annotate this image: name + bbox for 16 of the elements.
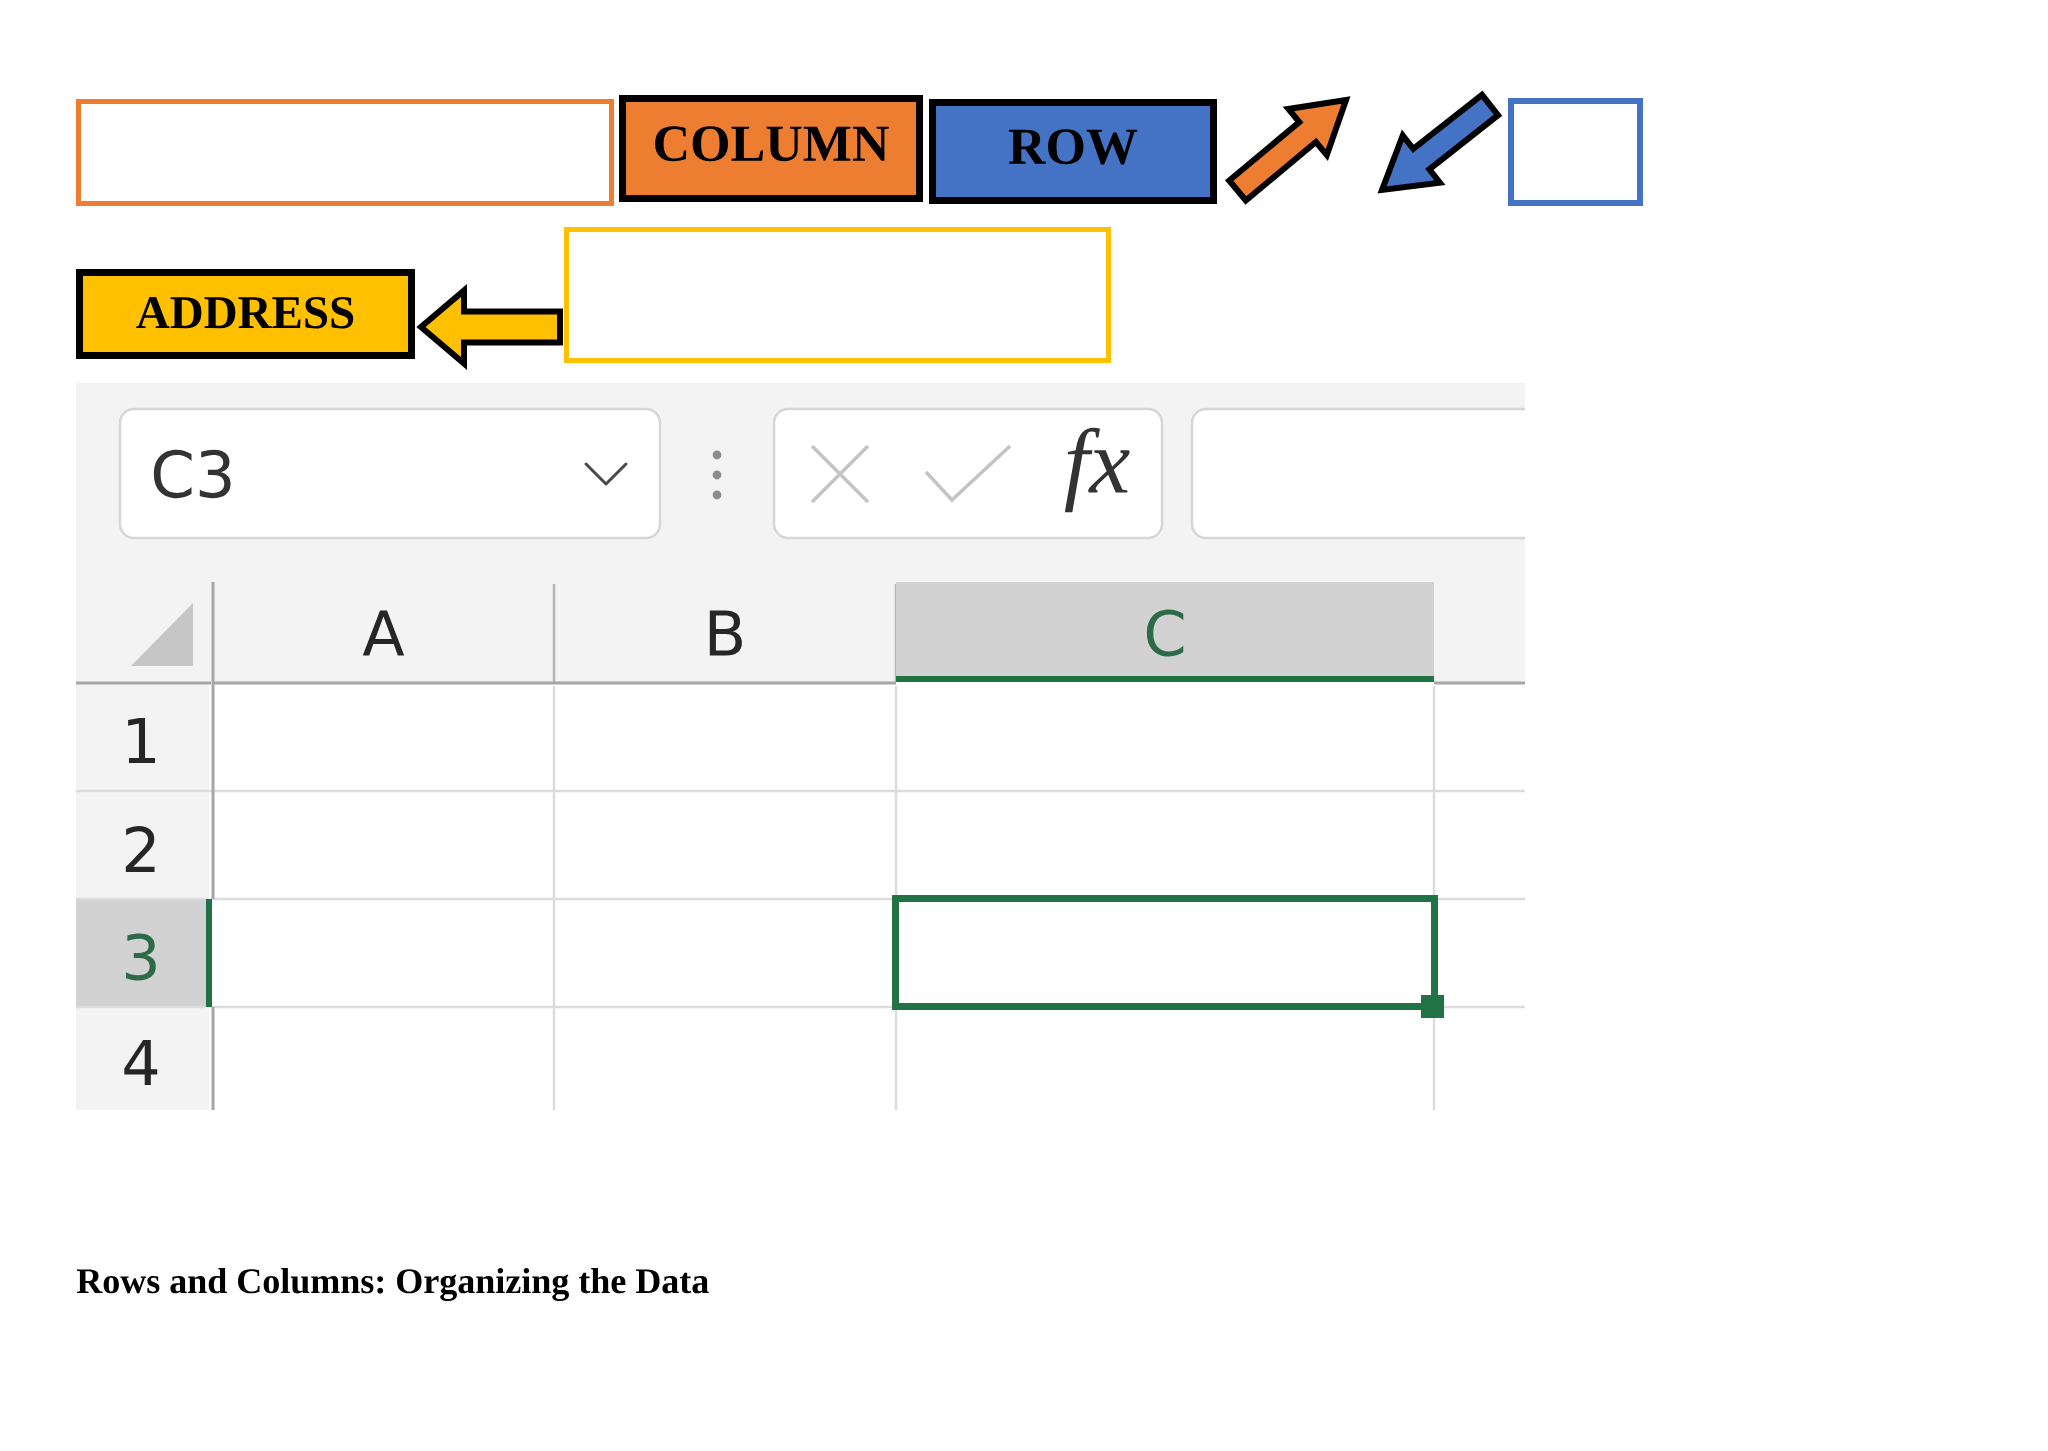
term-box: ROW [929, 99, 1217, 204]
answer-box [1508, 98, 1643, 206]
term-box: COLUMN [619, 95, 923, 202]
column-header: B [554, 584, 898, 685]
block-arrow [416, 284, 563, 370]
answer-box [564, 227, 1111, 363]
name-box: C3 [118, 407, 662, 540]
row-header: 1 [76, 682, 209, 791]
row-header: 3 [76, 899, 212, 1007]
column-header: A [213, 584, 556, 685]
caption: Rows and Columns: Organizing the Data [76, 1268, 709, 1301]
term-box: ADDRESS [76, 269, 415, 359]
row-header: 2 [76, 791, 209, 899]
row-header: 4 [76, 1007, 209, 1110]
function-symbol: fx [1064, 427, 1130, 513]
answer-box [76, 99, 614, 206]
